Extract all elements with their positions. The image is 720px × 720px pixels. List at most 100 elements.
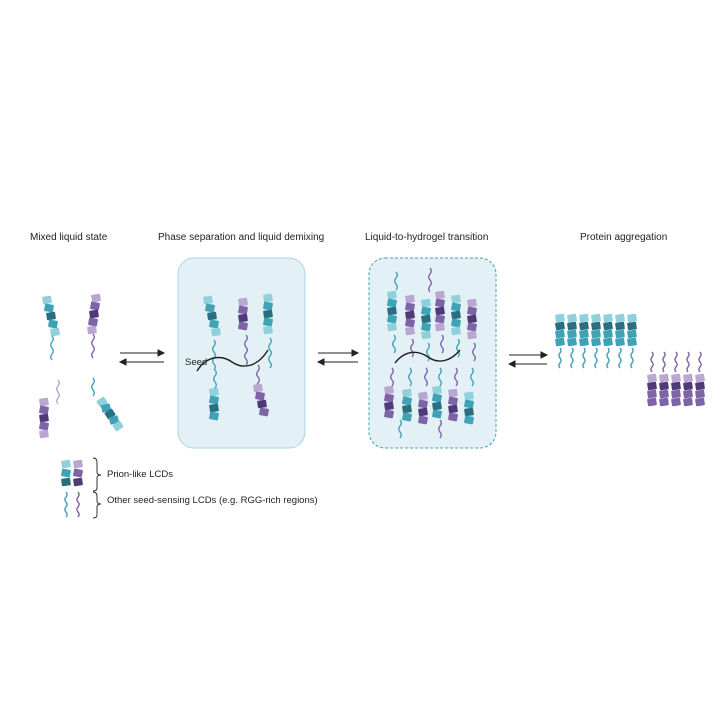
fibril-teal-2-0	[555, 329, 565, 339]
droplet-lcd-purple-2	[253, 383, 269, 417]
fibril-teal-3-6	[627, 337, 637, 347]
fibril-tail-teal-3	[594, 347, 598, 369]
fibril-teal-0-2	[579, 313, 589, 323]
fibril-tail-teal-5	[618, 347, 622, 369]
legend-other-lcd-label: Other seed-sensing LCDs (e.g. RGG-rich r…	[107, 495, 318, 506]
hydrogel-lcd-top-3	[435, 290, 445, 332]
prion-like-lcd-teal-2	[96, 396, 124, 432]
legend-prion-like-purple-icon	[73, 459, 83, 487]
equilibrium-arrow-2	[316, 349, 360, 366]
seed-rna-strand	[196, 349, 269, 372]
rgg-tail-purple	[91, 333, 95, 359]
hydrogel-tail-top-0	[392, 334, 396, 354]
fibril-teal-0-0	[555, 313, 565, 323]
fibril-teal-2-2	[579, 329, 589, 339]
fibril-teal-1-5	[615, 321, 625, 331]
fibril-teal-3-0	[555, 337, 565, 347]
hydrogel-tail-bottom-2	[424, 367, 428, 387]
hydrogel-lcd-bottom-2	[418, 391, 428, 425]
fibril-purple-3-2	[671, 397, 681, 407]
equilibrium-arrow-3	[507, 351, 549, 368]
fibril-teal-2-5	[615, 329, 625, 339]
fibril-tail-teal-1	[570, 347, 574, 369]
hydrogel-lcd-top-4	[451, 294, 461, 336]
fibril-teal-0-1	[567, 313, 577, 323]
droplet-lcd-teal-2	[263, 293, 273, 335]
hydrogel-tail-bottom-0	[390, 367, 394, 387]
fibril-teal-1-3	[591, 321, 601, 331]
fibril-purple-1-4	[695, 381, 705, 391]
fibril-purple-3-0	[647, 397, 657, 407]
hydrogel-lcd-bottom-0	[384, 385, 394, 419]
hydrogel-lcd-top-0	[387, 290, 397, 332]
fibril-teal-0-6	[627, 313, 637, 323]
fibril-purple-1-3	[683, 381, 693, 391]
fibril-teal-0-3	[591, 313, 601, 323]
hydrogel-tail-top-1	[410, 338, 414, 358]
fibril-teal-1-6	[627, 321, 637, 331]
rgg-tail-purple-light	[56, 379, 60, 405]
fibril-teal-2-3	[591, 329, 601, 339]
fibril-purple-3-4	[695, 397, 705, 407]
fibril-teal-0-5	[615, 313, 625, 323]
fibril-tail-teal-6	[630, 347, 634, 369]
phase-separation-droplet	[177, 257, 306, 449]
fibril-teal-1-1	[567, 321, 577, 331]
fibril-tail-teal-2	[582, 347, 586, 369]
fibril-purple-0-4	[695, 373, 705, 383]
fibril-teal-0-4	[603, 313, 613, 323]
fibril-tail-purple-4	[698, 351, 702, 373]
fibril-purple-3-1	[659, 397, 669, 407]
prion-like-lcd-purple	[87, 293, 101, 335]
fibril-tail-teal-0	[558, 347, 562, 369]
hydrogel-tail-top-3	[440, 334, 444, 354]
fibril-teal-3-4	[603, 337, 613, 347]
stage-title-aggregation: Protein aggregation	[580, 232, 668, 243]
legend-prion-like-label: Prion-like LCDs	[107, 469, 173, 480]
hydrogel-lcd-top-5	[467, 298, 477, 340]
hydrogel-droplet	[368, 257, 497, 449]
fibril-tail-purple-2	[674, 351, 678, 373]
hydrogel-lcd-bottom-5	[464, 391, 474, 425]
fibril-tail-teal-4	[606, 347, 610, 369]
hydrogel-tail-up-1	[428, 267, 432, 293]
fibril-teal-2-4	[603, 329, 613, 339]
fibril-teal-1-0	[555, 321, 565, 331]
fibril-purple-0-0	[647, 373, 657, 383]
hydrogel-tail-up-2	[394, 271, 398, 291]
fibril-purple-2-2	[671, 389, 681, 399]
fibril-purple-1-0	[647, 381, 657, 391]
fibril-tail-purple-1	[662, 351, 666, 373]
prion-like-lcd-teal	[42, 295, 60, 337]
fibril-tail-purple-3	[686, 351, 690, 373]
fibril-teal-1-2	[579, 321, 589, 331]
hydrogel-tail-top-5	[472, 342, 476, 362]
fibril-purple-1-2	[671, 381, 681, 391]
fibril-tail-purple-0	[650, 351, 654, 373]
fibril-teal-3-5	[615, 337, 625, 347]
legend-rgg-teal-icon	[64, 491, 68, 518]
fibril-teal-3-3	[591, 337, 601, 347]
fibril-teal-3-1	[567, 337, 577, 347]
hydrogel-lcd-top-2	[421, 298, 431, 340]
fibril-purple-2-3	[683, 389, 693, 399]
hydrogel-lcd-bottom-1	[402, 388, 412, 422]
hydrogel-lcd-bottom-4	[448, 388, 458, 422]
fibril-teal-1-4	[603, 321, 613, 331]
droplet-tail-teal-1	[212, 339, 216, 371]
legend-prion-like-teal-icon	[61, 459, 71, 487]
hydrogel-lcd-top-1	[405, 294, 415, 336]
hydrogel-tail-down-1	[398, 419, 402, 439]
hydrogel-lcd-bottom-3	[432, 385, 442, 419]
rgg-tail-teal-2	[91, 377, 95, 397]
fibril-purple-0-1	[659, 373, 669, 383]
hydrogel-tail-bottom-1	[408, 367, 412, 387]
hydrogel-tail-down-2	[438, 419, 442, 439]
seed-label: Seed	[185, 357, 208, 368]
droplet-lcd-purple-1	[238, 297, 248, 331]
fibril-purple-1-1	[659, 381, 669, 391]
legend-rgg-purple-icon	[76, 491, 80, 518]
rgg-tail-teal	[50, 335, 54, 361]
fibril-purple-0-2	[671, 373, 681, 383]
